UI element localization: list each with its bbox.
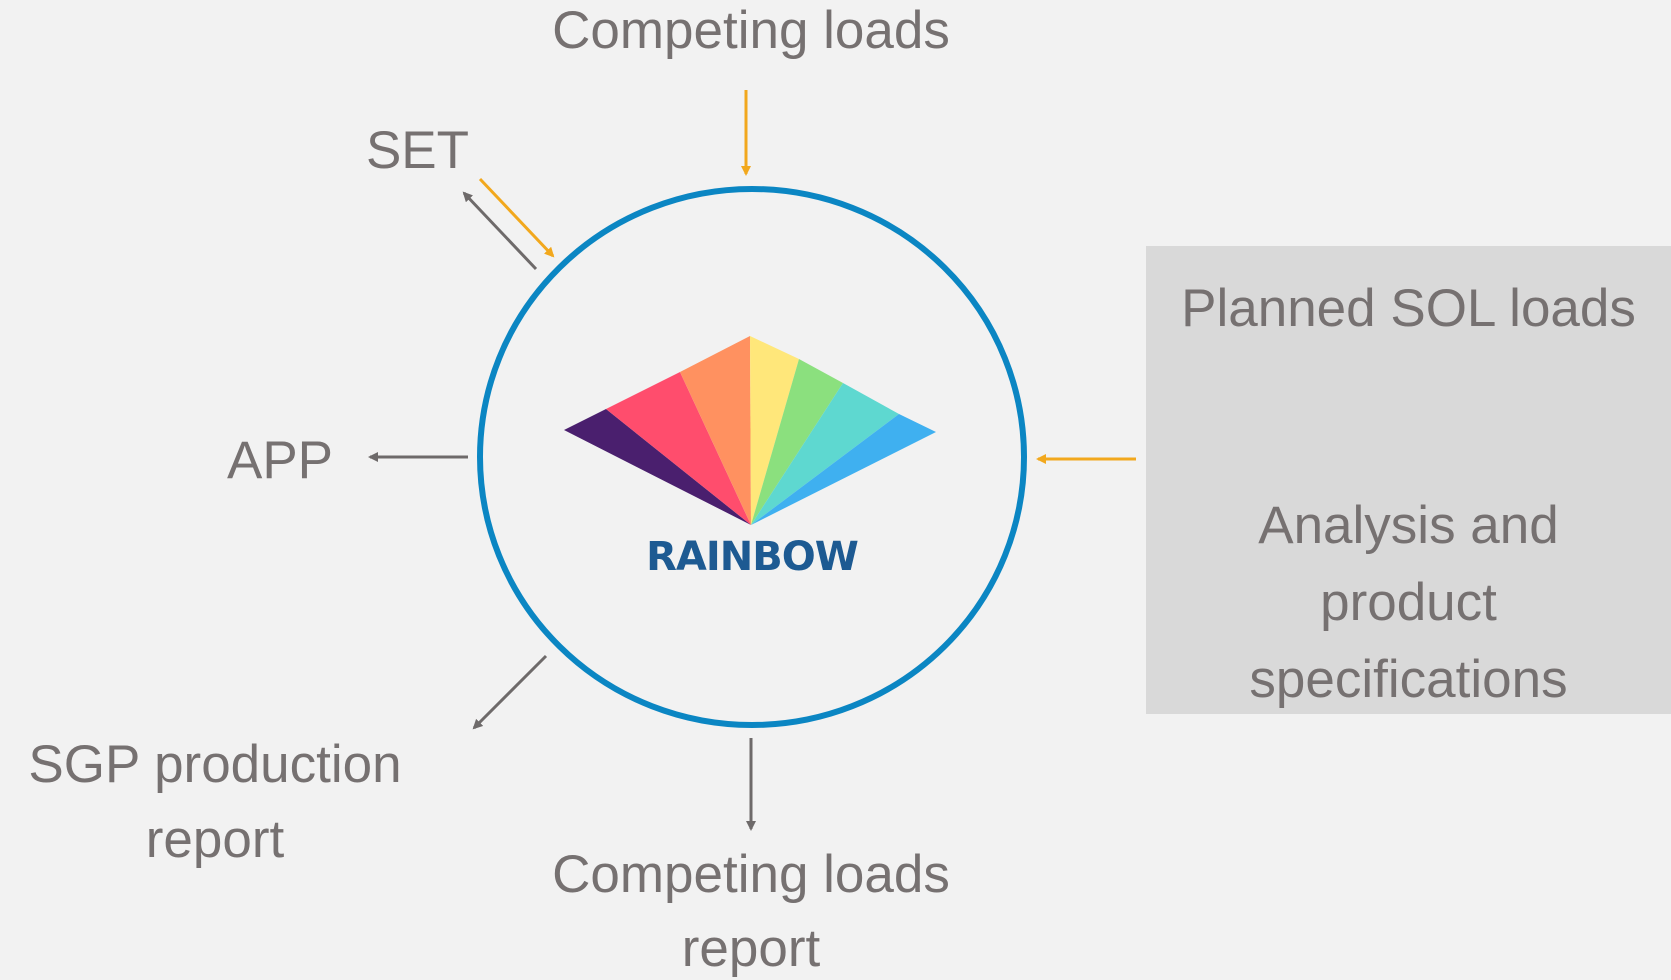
side-info-box: Planned SOL loads Analysis and product s… xyxy=(1146,246,1671,714)
planned-sol-loads-label: Planned SOL loads xyxy=(1181,279,1636,338)
set-label: SET xyxy=(365,121,470,180)
analysis-line-1: Analysis and xyxy=(1258,496,1559,555)
sgp-report-line-2: report xyxy=(145,810,285,869)
competing-report-line-2: report xyxy=(681,919,821,978)
sgp-report-line-1: SGP production xyxy=(28,735,402,794)
rainbow-logo-icon xyxy=(564,336,936,525)
arrow-sgp-report-out xyxy=(472,654,548,730)
analysis-line-3: specifications xyxy=(1249,650,1568,709)
rainbow-system-circle xyxy=(477,186,1027,728)
rainbow-logo-text: RAINBOW xyxy=(646,534,859,580)
app-label: APP xyxy=(226,431,334,490)
competing-loads-label: Competing loads xyxy=(552,1,950,60)
competing-report-line-1: Competing loads xyxy=(552,845,950,904)
arrow-set-out xyxy=(462,191,538,271)
analysis-line-2: product xyxy=(1320,573,1497,632)
arrow-set-in xyxy=(478,177,555,258)
